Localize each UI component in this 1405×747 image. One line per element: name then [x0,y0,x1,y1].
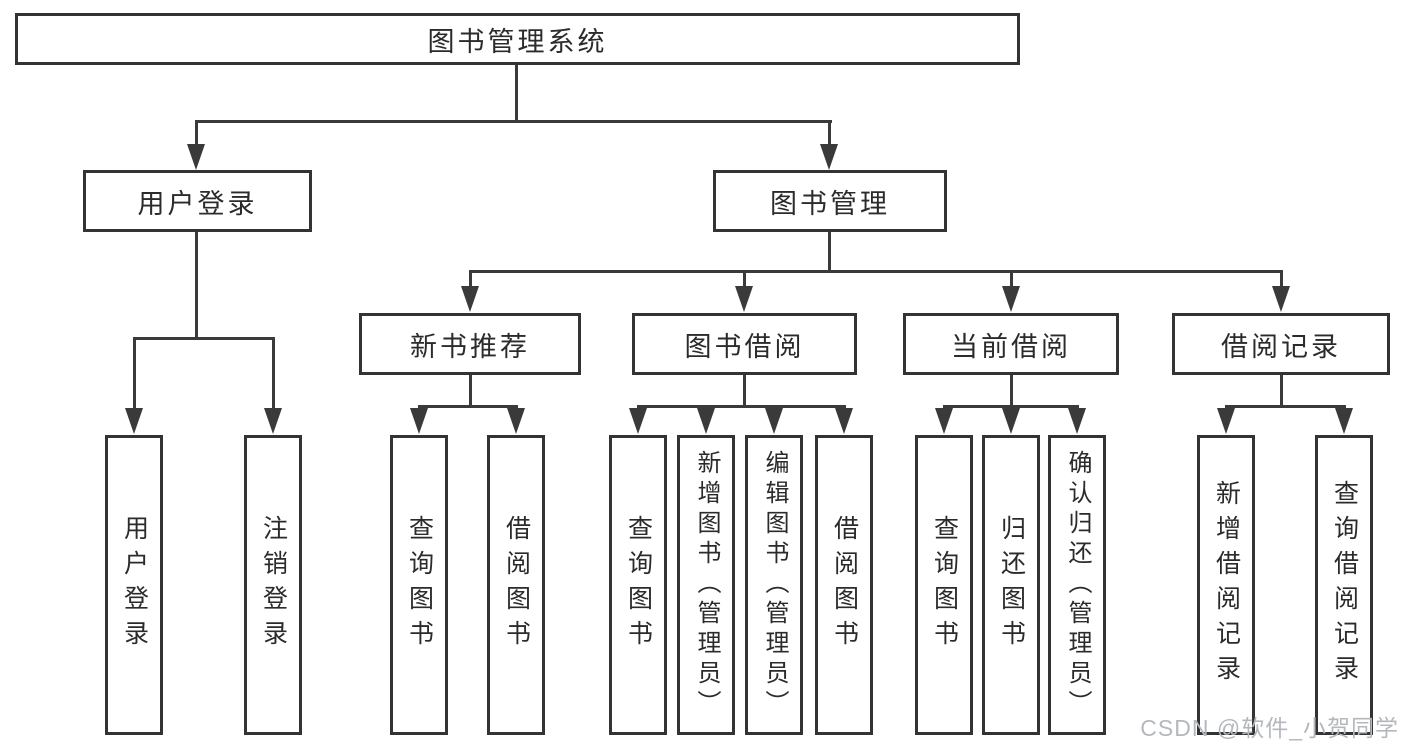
leaf-logout: 注销登录 [244,435,302,735]
leaf-label: 注销登录 [259,515,288,655]
connector-hline [638,405,845,408]
connector-vline [1280,375,1283,407]
connector-vline [1010,270,1013,290]
leaf-query-borrow-record: 查询借阅记录 [1315,435,1373,735]
leaf-user-login: 用户登录 [105,435,163,735]
leaf-label: 查询图书 [930,515,959,655]
arrow-down-icon [1217,408,1235,434]
connector-hline [419,405,518,408]
arrow-down-icon [835,408,853,434]
arrow-down-icon [765,408,783,434]
connector-hline [1226,405,1345,408]
leaf-return-books: 归还图书 [982,435,1040,735]
arrow-down-icon [507,408,525,434]
arrow-down-icon [1002,408,1020,434]
csdn-watermark: CSDN @软件_小贺同学 [1140,715,1399,741]
node-book-borrow: 图书借阅 [632,313,857,375]
leaf-label: 归还图书 [997,515,1026,655]
connector-vline [272,337,275,411]
node-borrow-records: 借阅记录 [1172,313,1390,375]
connector-hline [470,270,1282,273]
leaf-label: 新增借阅记录 [1212,480,1241,690]
arrow-down-icon [1002,286,1020,312]
leaf-label: 借阅图书 [502,515,531,655]
leaf-label: 借阅图书 [830,515,859,655]
arrow-down-icon [629,408,647,434]
connector-vline [469,375,472,407]
connector-vline [828,232,831,272]
connector-vline [1010,375,1013,407]
arrow-down-icon [264,408,282,434]
leaf-label: 确认归还（管理员） [1064,450,1091,720]
leaf-borrow-books-recommend: 借阅图书 [487,435,545,735]
arrow-down-icon [935,408,953,434]
connector-vline [469,270,472,290]
arrow-down-icon [697,408,715,434]
leaf-borrow-books: 借阅图书 [815,435,873,735]
connector-hline [196,120,832,123]
arrow-down-icon [187,144,205,170]
leaf-label: 查询图书 [405,515,434,655]
arrow-down-icon [410,408,428,434]
leaf-query-books-recommend: 查询图书 [390,435,448,735]
node-book-management: 图书管理 [713,170,947,232]
connector-vline [195,120,198,148]
arrow-down-icon [1068,408,1086,434]
leaf-edit-books-admin: 编辑图书（管理员） [745,435,803,735]
leaf-label: 查询借阅记录 [1330,480,1359,690]
arrow-down-icon [125,408,143,434]
leaf-label: 查询图书 [624,515,653,655]
arrow-down-icon [1272,286,1290,312]
arrow-down-icon [1335,408,1353,434]
connector-vline [743,270,746,290]
leaf-label: 编辑图书（管理员） [761,450,788,720]
arrow-down-icon [820,144,838,170]
connector-hline [134,337,275,340]
node-current-borrow: 当前借阅 [903,313,1119,375]
node-new-book-recommend: 新书推荐 [359,313,581,375]
leaf-query-books-borrow: 查询图书 [609,435,667,735]
leaf-confirm-return-admin: 确认归还（管理员） [1048,435,1106,735]
connector-vline [133,337,136,411]
leaf-query-books-current: 查询图书 [915,435,973,735]
leaf-add-books-admin: 新增图书（管理员） [677,435,735,735]
leaf-label: 新增图书（管理员） [693,450,720,720]
node-user-login: 用户登录 [83,170,312,232]
connector-vline [1280,270,1283,290]
node-root-book-management-system: 图书管理系统 [15,13,1020,65]
leaf-add-borrow-record: 新增借阅记录 [1197,435,1255,735]
connector-vline [195,232,198,338]
connector-vline [828,120,831,148]
arrow-down-icon [735,286,753,312]
connector-vline [515,65,518,121]
connector-vline [743,375,746,407]
leaf-label: 用户登录 [120,515,149,655]
arrow-down-icon [461,286,479,312]
